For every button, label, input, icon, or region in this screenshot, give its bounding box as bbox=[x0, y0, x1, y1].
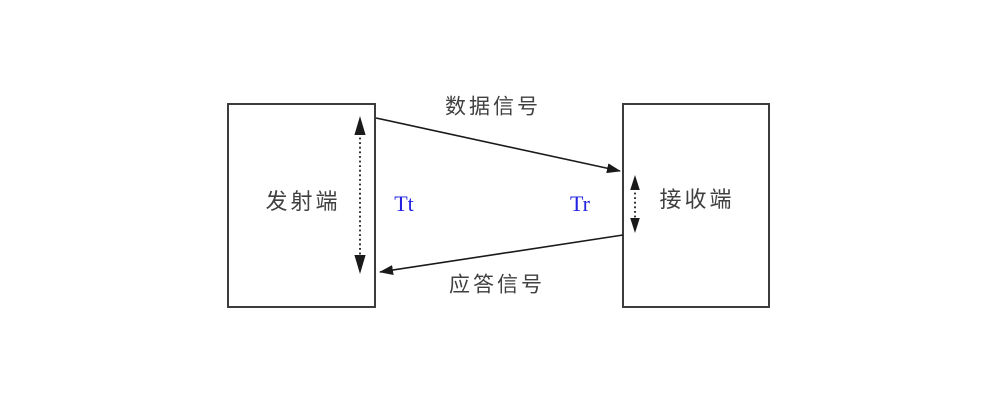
tr-arrow-down-icon bbox=[630, 218, 640, 233]
tt-arrow-up-icon bbox=[354, 116, 366, 135]
tr-arrow-up-icon bbox=[630, 175, 640, 190]
receiver-box bbox=[622, 103, 770, 308]
data-signal-arrow bbox=[375, 117, 621, 174]
tr-duration-arrow bbox=[630, 175, 640, 233]
tt-arrow-down-icon bbox=[354, 255, 366, 274]
ack-signal-arrow bbox=[379, 234, 624, 275]
ack-signal-label: 应答信号 bbox=[449, 272, 545, 297]
tt-duration-arrow bbox=[354, 116, 366, 274]
tt-label: Tt bbox=[394, 191, 414, 216]
transmitter-label: 发射端 bbox=[265, 190, 341, 215]
data-signal-label: 数据信号 bbox=[445, 94, 541, 119]
receiver-label: 接收端 bbox=[659, 188, 735, 213]
tr-label: Tr bbox=[570, 191, 590, 216]
transmitter-box bbox=[227, 103, 376, 308]
